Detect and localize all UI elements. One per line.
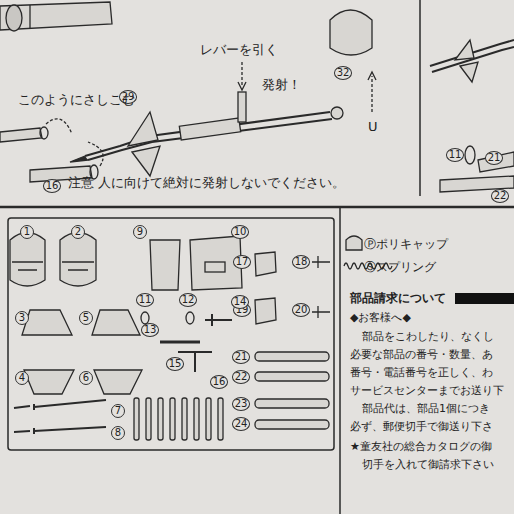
note-text: 注意 人に向けて絶対に発射しないでください。: [68, 176, 345, 190]
note-text: サービスセンターまでお送り下: [350, 385, 504, 397]
callout-number: 3: [15, 311, 29, 325]
callout-number: 13: [141, 323, 160, 337]
callout-number: 24: [232, 417, 251, 431]
note-text: ◆お客様へ◆: [350, 312, 411, 324]
callout-number: 11: [446, 148, 465, 162]
note-text: 必ず、郵便切手で御送り下さ: [350, 421, 493, 433]
callout-number: 1: [20, 225, 34, 239]
callout-number: 16: [210, 375, 229, 389]
callout-number: 6: [79, 371, 93, 385]
callout-number: 23: [232, 397, 251, 411]
note-text: 部品代は、部品1個につき: [362, 403, 490, 415]
note-text: ★童友社の総合カタログの御: [350, 441, 492, 453]
note-text: このようにさしこむ: [18, 93, 135, 107]
callout-number: 5: [79, 311, 93, 325]
note-text: 必要な部品の番号・数量、あ: [350, 349, 493, 361]
note-text: U: [368, 120, 378, 134]
callout-number: 15: [166, 357, 185, 371]
note-text: 発射！: [262, 78, 301, 92]
note-text: レバーを引く: [200, 43, 278, 57]
callout-number: 18: [292, 255, 311, 269]
callout-number: 22: [232, 370, 251, 384]
callout-number: 9: [133, 225, 147, 239]
note-text: Ⓢスプリング: [364, 261, 436, 274]
note-text: 切手を入れて御請求下さい: [362, 459, 494, 471]
note-text: 部品請求について: [350, 292, 446, 305]
callout-number: 21: [232, 350, 251, 364]
callout-number: 10: [231, 225, 250, 239]
callout-number: 2: [71, 225, 85, 239]
callout-number: 11: [136, 293, 155, 307]
note-text: 番号・電話番号を正しく、わ: [350, 367, 493, 379]
callout-number: 17: [233, 255, 252, 269]
callout-number: 16: [43, 179, 62, 193]
callout-number: 7: [111, 404, 125, 418]
callout-number: 4: [15, 371, 29, 385]
callout-number: 8: [111, 426, 125, 440]
callout-number: 20: [292, 303, 311, 317]
callout-number: 32: [334, 66, 353, 80]
callout-number: 22: [491, 189, 510, 203]
callout-number: 12: [179, 293, 198, 307]
note-text: 部品をこわしたり、なくし: [362, 331, 494, 343]
note-text: Ⓟポリキャップ: [364, 238, 448, 251]
